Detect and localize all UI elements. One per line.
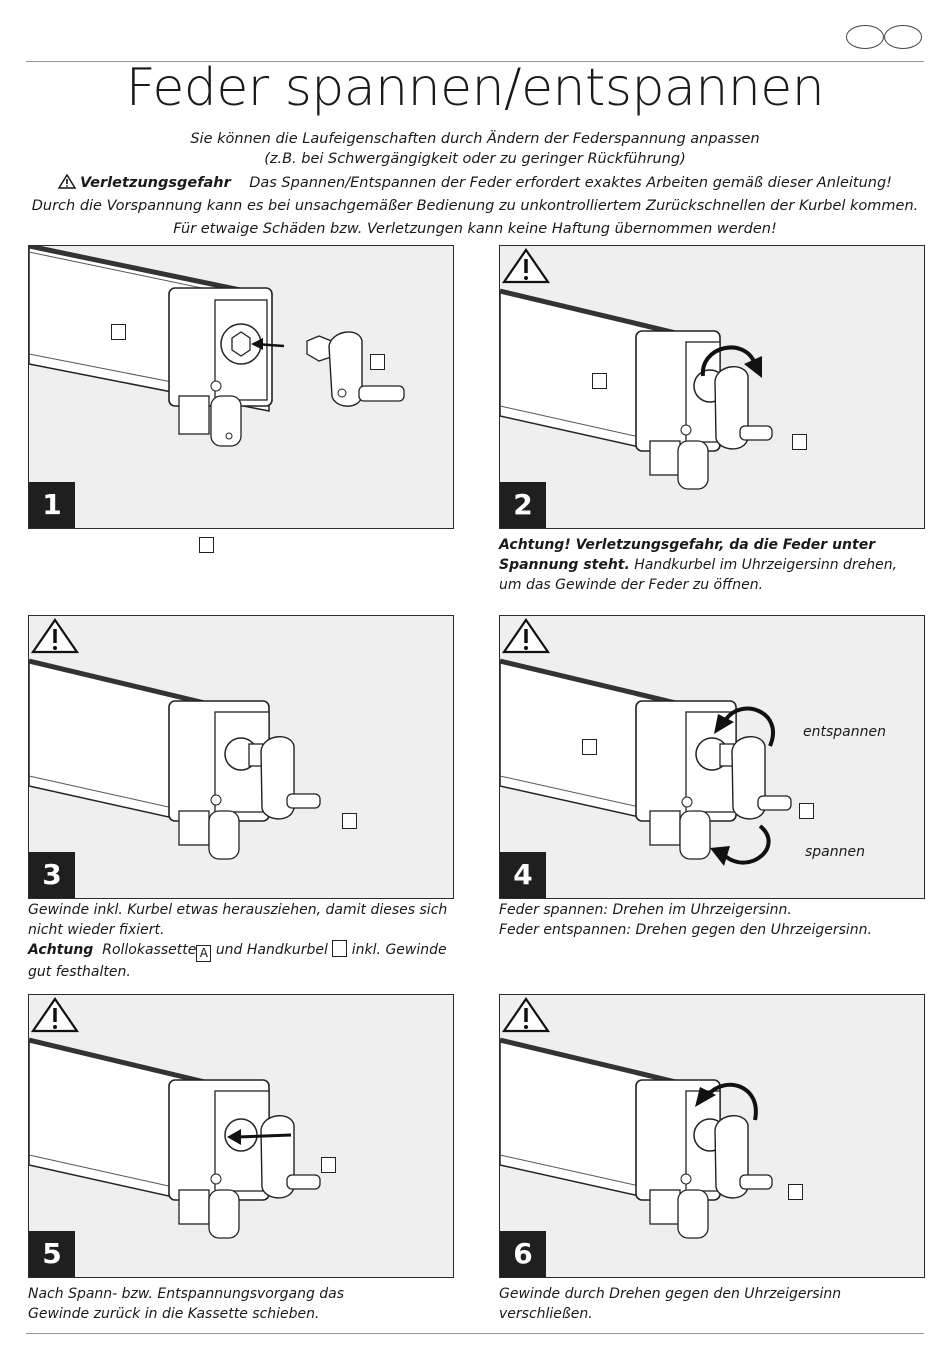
reference-box xyxy=(592,373,607,389)
step-5-illustration: 5 xyxy=(28,994,454,1278)
reference-box xyxy=(370,354,385,370)
warning-icon xyxy=(502,997,550,1033)
step-2-caption-text: Handkurbel im Uhrzeigersinn drehen, um d… xyxy=(499,557,898,593)
label-spannen: spannen xyxy=(805,844,865,860)
step-3-caption-text: Gewinde inkl. Kurbel etwas herausziehen,… xyxy=(28,902,448,938)
step-3-caption-part2: und Handkurbel xyxy=(215,942,328,958)
intro-line-5: Für etwaige Schäden bzw. Verletzungen ka… xyxy=(173,221,777,237)
reference-box xyxy=(332,940,348,957)
step-number: 3 xyxy=(29,852,75,898)
reference-box xyxy=(799,803,814,819)
step-number: 2 xyxy=(500,482,546,528)
reference-box xyxy=(582,739,597,755)
step-4-illustration: entspannen spannen 4 xyxy=(499,615,925,899)
reference-box xyxy=(111,324,126,340)
cassette-drawing xyxy=(500,1037,773,1239)
caption-reference-box xyxy=(199,537,214,553)
cassette-drawing xyxy=(29,658,321,860)
label-entspannen: entspannen xyxy=(803,724,886,740)
step-3-caption-part1: Rollokassette xyxy=(102,942,197,958)
step-3-caption: Gewinde inkl. Kurbel etwas herausziehen,… xyxy=(28,900,448,982)
cassette-drawing xyxy=(29,1037,321,1239)
warning-icon xyxy=(502,618,550,654)
page-title: Feder spannen/entspannen xyxy=(125,58,825,118)
reference-box xyxy=(792,434,807,450)
step-3-illustration: 3 xyxy=(28,615,454,899)
reference-box xyxy=(321,1157,336,1173)
reference-box xyxy=(788,1184,803,1200)
step-4-caption: Feder spannen: Drehen im Uhrzeigersinn. … xyxy=(499,900,929,940)
step-5-caption: Nach Spann- bzw. Entspannungsvorgang das… xyxy=(28,1286,345,1322)
warning-icon xyxy=(58,174,77,189)
step-number: 4 xyxy=(500,852,546,898)
warning-icon xyxy=(502,248,550,284)
warning-line: Verletzungsgefahr Das Spannen/Entspannen… xyxy=(20,173,930,193)
cassette-drawing xyxy=(29,246,405,447)
warning-label: Verletzungsgefahr xyxy=(80,175,231,191)
step-number: 5 xyxy=(29,1231,75,1277)
step-number: 6 xyxy=(500,1231,546,1277)
step-2-illustration: 2 xyxy=(499,245,925,529)
language-oval-left xyxy=(846,25,884,49)
step-3-caption-bold: Achtung xyxy=(28,942,94,958)
warning-icon xyxy=(31,618,79,654)
step-2-caption: Achtung! Verletzungsgefahr, da die Feder… xyxy=(499,535,919,595)
intro-line-1: Sie können die Laufeigenschaften durch Ä… xyxy=(190,131,760,147)
step-4-caption-line2: Feder entspannen: Drehen gegen den Uhrze… xyxy=(499,922,872,938)
warning-text: Das Spannen/Entspannen der Feder erforde… xyxy=(249,175,892,191)
intro-line-4: Durch die Vorspannung kann es bei unsach… xyxy=(31,198,919,214)
language-oval-right xyxy=(884,25,922,49)
step-number: 1 xyxy=(29,482,75,528)
language-badge xyxy=(846,25,924,49)
bottom-rule xyxy=(26,1333,924,1334)
step-3-caption-part3: inkl. Gewinde gut festhalten. xyxy=(28,942,447,980)
step-1-illustration: 1 xyxy=(28,245,454,529)
reference-box xyxy=(342,813,357,829)
warning-icon xyxy=(31,997,79,1033)
step-6-illustration: 6 xyxy=(499,994,925,1278)
intro-line-2: (z.B. bei Schwergängigkeit oder zu gerin… xyxy=(264,151,686,167)
cassette-drawing xyxy=(500,288,773,490)
top-rule xyxy=(26,61,924,62)
reference-box-a: A xyxy=(196,945,212,962)
step-2-caption-bold: Achtung! Verletzungsgefahr, da die Feder… xyxy=(499,537,876,573)
step-4-caption-line1: Feder spannen: Drehen im Uhrzeigersinn. xyxy=(499,902,792,918)
step-6-caption: Gewinde durch Drehen gegen den Uhrzeiger… xyxy=(499,1286,842,1322)
